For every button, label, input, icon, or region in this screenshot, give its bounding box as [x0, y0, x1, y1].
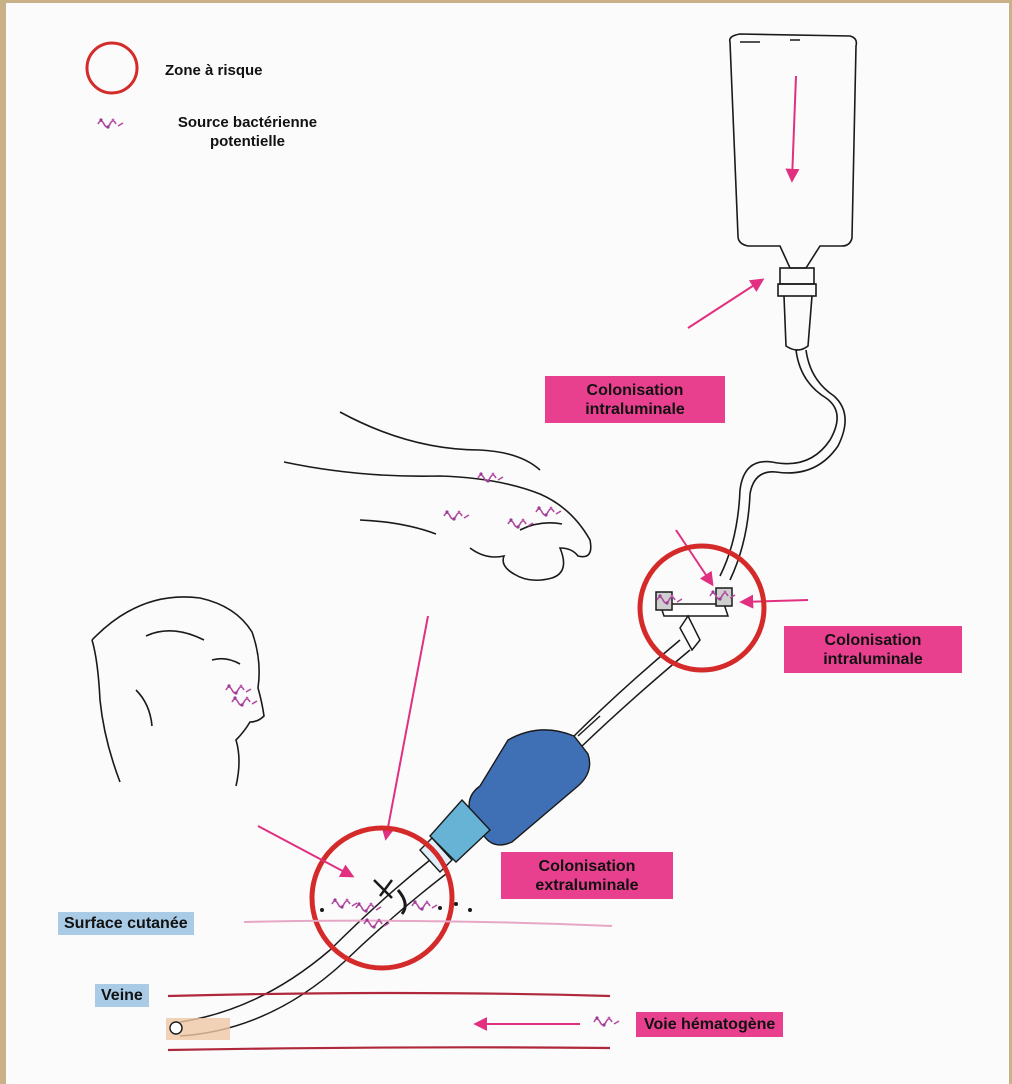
label-line: intraluminale	[823, 650, 923, 669]
label-line: extraluminale	[535, 876, 638, 895]
risk-circle-icon	[87, 43, 137, 93]
risk-zone-insertion	[312, 828, 452, 968]
legend-bacterial-source-line2: potentielle	[150, 132, 345, 151]
catheter-hub-icon	[420, 716, 600, 872]
label-colonisation-intraluminal-mid: Colonisation intraluminale	[784, 626, 962, 673]
bacteria-icon	[232, 696, 257, 706]
bacteria-icon	[356, 902, 381, 912]
head-icon	[92, 597, 264, 786]
label-line: Colonisation	[539, 857, 636, 876]
label-line: Colonisation	[825, 631, 922, 650]
label-vein: Veine	[95, 984, 149, 1007]
bacteria-icon	[444, 510, 469, 520]
legend-bacterial-source-line1: Source bactérienne	[150, 113, 345, 132]
label-line: intraluminale	[585, 400, 685, 419]
vein-top-line	[168, 993, 610, 996]
label-line: Colonisation	[587, 381, 684, 400]
bacteria-icon	[594, 1016, 619, 1026]
bacteria-icon	[332, 898, 357, 908]
label-colonisation-intraluminal-top: Colonisation intraluminale	[545, 376, 725, 423]
bacteria-icon	[508, 518, 533, 528]
bacteria-icon	[536, 506, 561, 516]
skin-surface-line	[244, 921, 612, 926]
label-skin-surface: Surface cutanée	[58, 912, 194, 935]
bacteria-icon	[412, 900, 437, 910]
hand-icon	[284, 412, 591, 580]
legend-risk-zone: Zone à risque	[165, 61, 263, 80]
bacteria-icon	[98, 118, 123, 128]
bacteria-icon	[226, 684, 251, 694]
vein-bottom-line	[168, 1047, 610, 1050]
label-hematogenous: Voie hématogène	[636, 1012, 783, 1037]
legend-bacterial-source: Source bactérienne potentielle	[150, 113, 345, 151]
iv-bag-icon	[720, 34, 856, 580]
label-colonisation-extraluminal: Colonisation extraluminale	[501, 852, 673, 899]
